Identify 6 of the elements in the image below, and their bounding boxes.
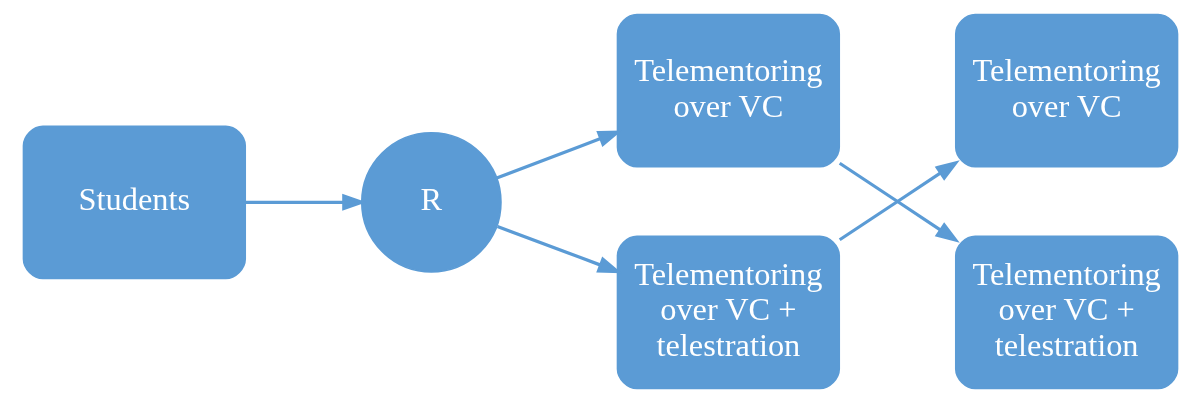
node-circle: R: [360, 131, 502, 273]
node-box: Students: [22, 125, 247, 280]
node-box: Telementoring over VC: [616, 13, 841, 168]
node-box: Telementoring over VC: [954, 13, 1179, 168]
node-box: Telementoring over VC + telestration: [954, 235, 1179, 390]
node-box: Telementoring over VC + telestration: [616, 235, 841, 390]
